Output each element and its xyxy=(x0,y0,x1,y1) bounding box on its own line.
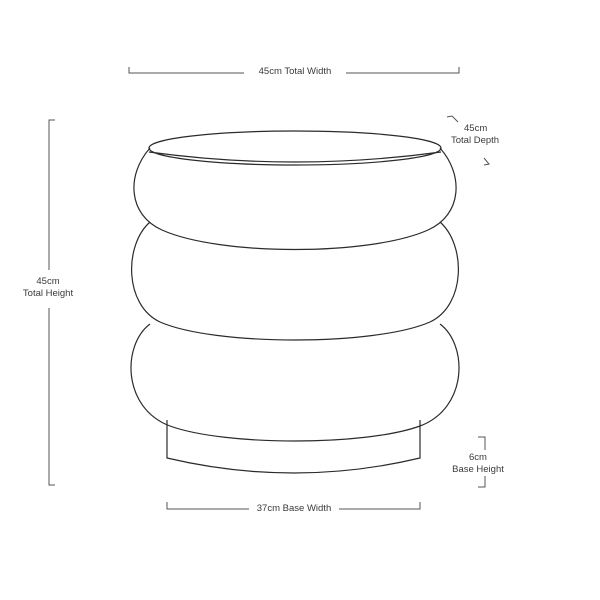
total-depth-value: 45cm xyxy=(464,123,488,134)
total-height-label: 45cm Total Height xyxy=(23,276,73,300)
base-height-label: 6cm Base Height xyxy=(452,452,504,476)
stool-middle-cushion xyxy=(131,221,459,341)
base-height-text: Base Height xyxy=(452,464,504,475)
base-width-dimension-line xyxy=(166,502,421,510)
base-height-value: 6cm xyxy=(469,452,487,463)
stool-top-surface xyxy=(148,130,442,166)
total-height-dimension-line xyxy=(48,119,55,486)
stool-outline xyxy=(130,130,460,474)
total-depth-text: Total Depth xyxy=(451,135,500,146)
total-height-text: Total Height xyxy=(22,288,74,299)
stool-top-cushion xyxy=(133,147,457,251)
total-width-label: 45cm Total Width xyxy=(258,66,332,77)
total-depth-label: 45cm Total Depth xyxy=(451,123,499,147)
total-height-value: 45cm xyxy=(36,276,60,287)
stool-bottom-cushion xyxy=(130,323,460,442)
base-height-dimension-line xyxy=(478,436,486,488)
stool-base xyxy=(166,420,421,474)
total-depth-dimension-marks xyxy=(446,115,490,166)
total-width-dimension-line xyxy=(128,67,460,74)
stool-top-rim xyxy=(148,151,442,163)
base-width-label: 37cm Base Width xyxy=(256,503,332,514)
